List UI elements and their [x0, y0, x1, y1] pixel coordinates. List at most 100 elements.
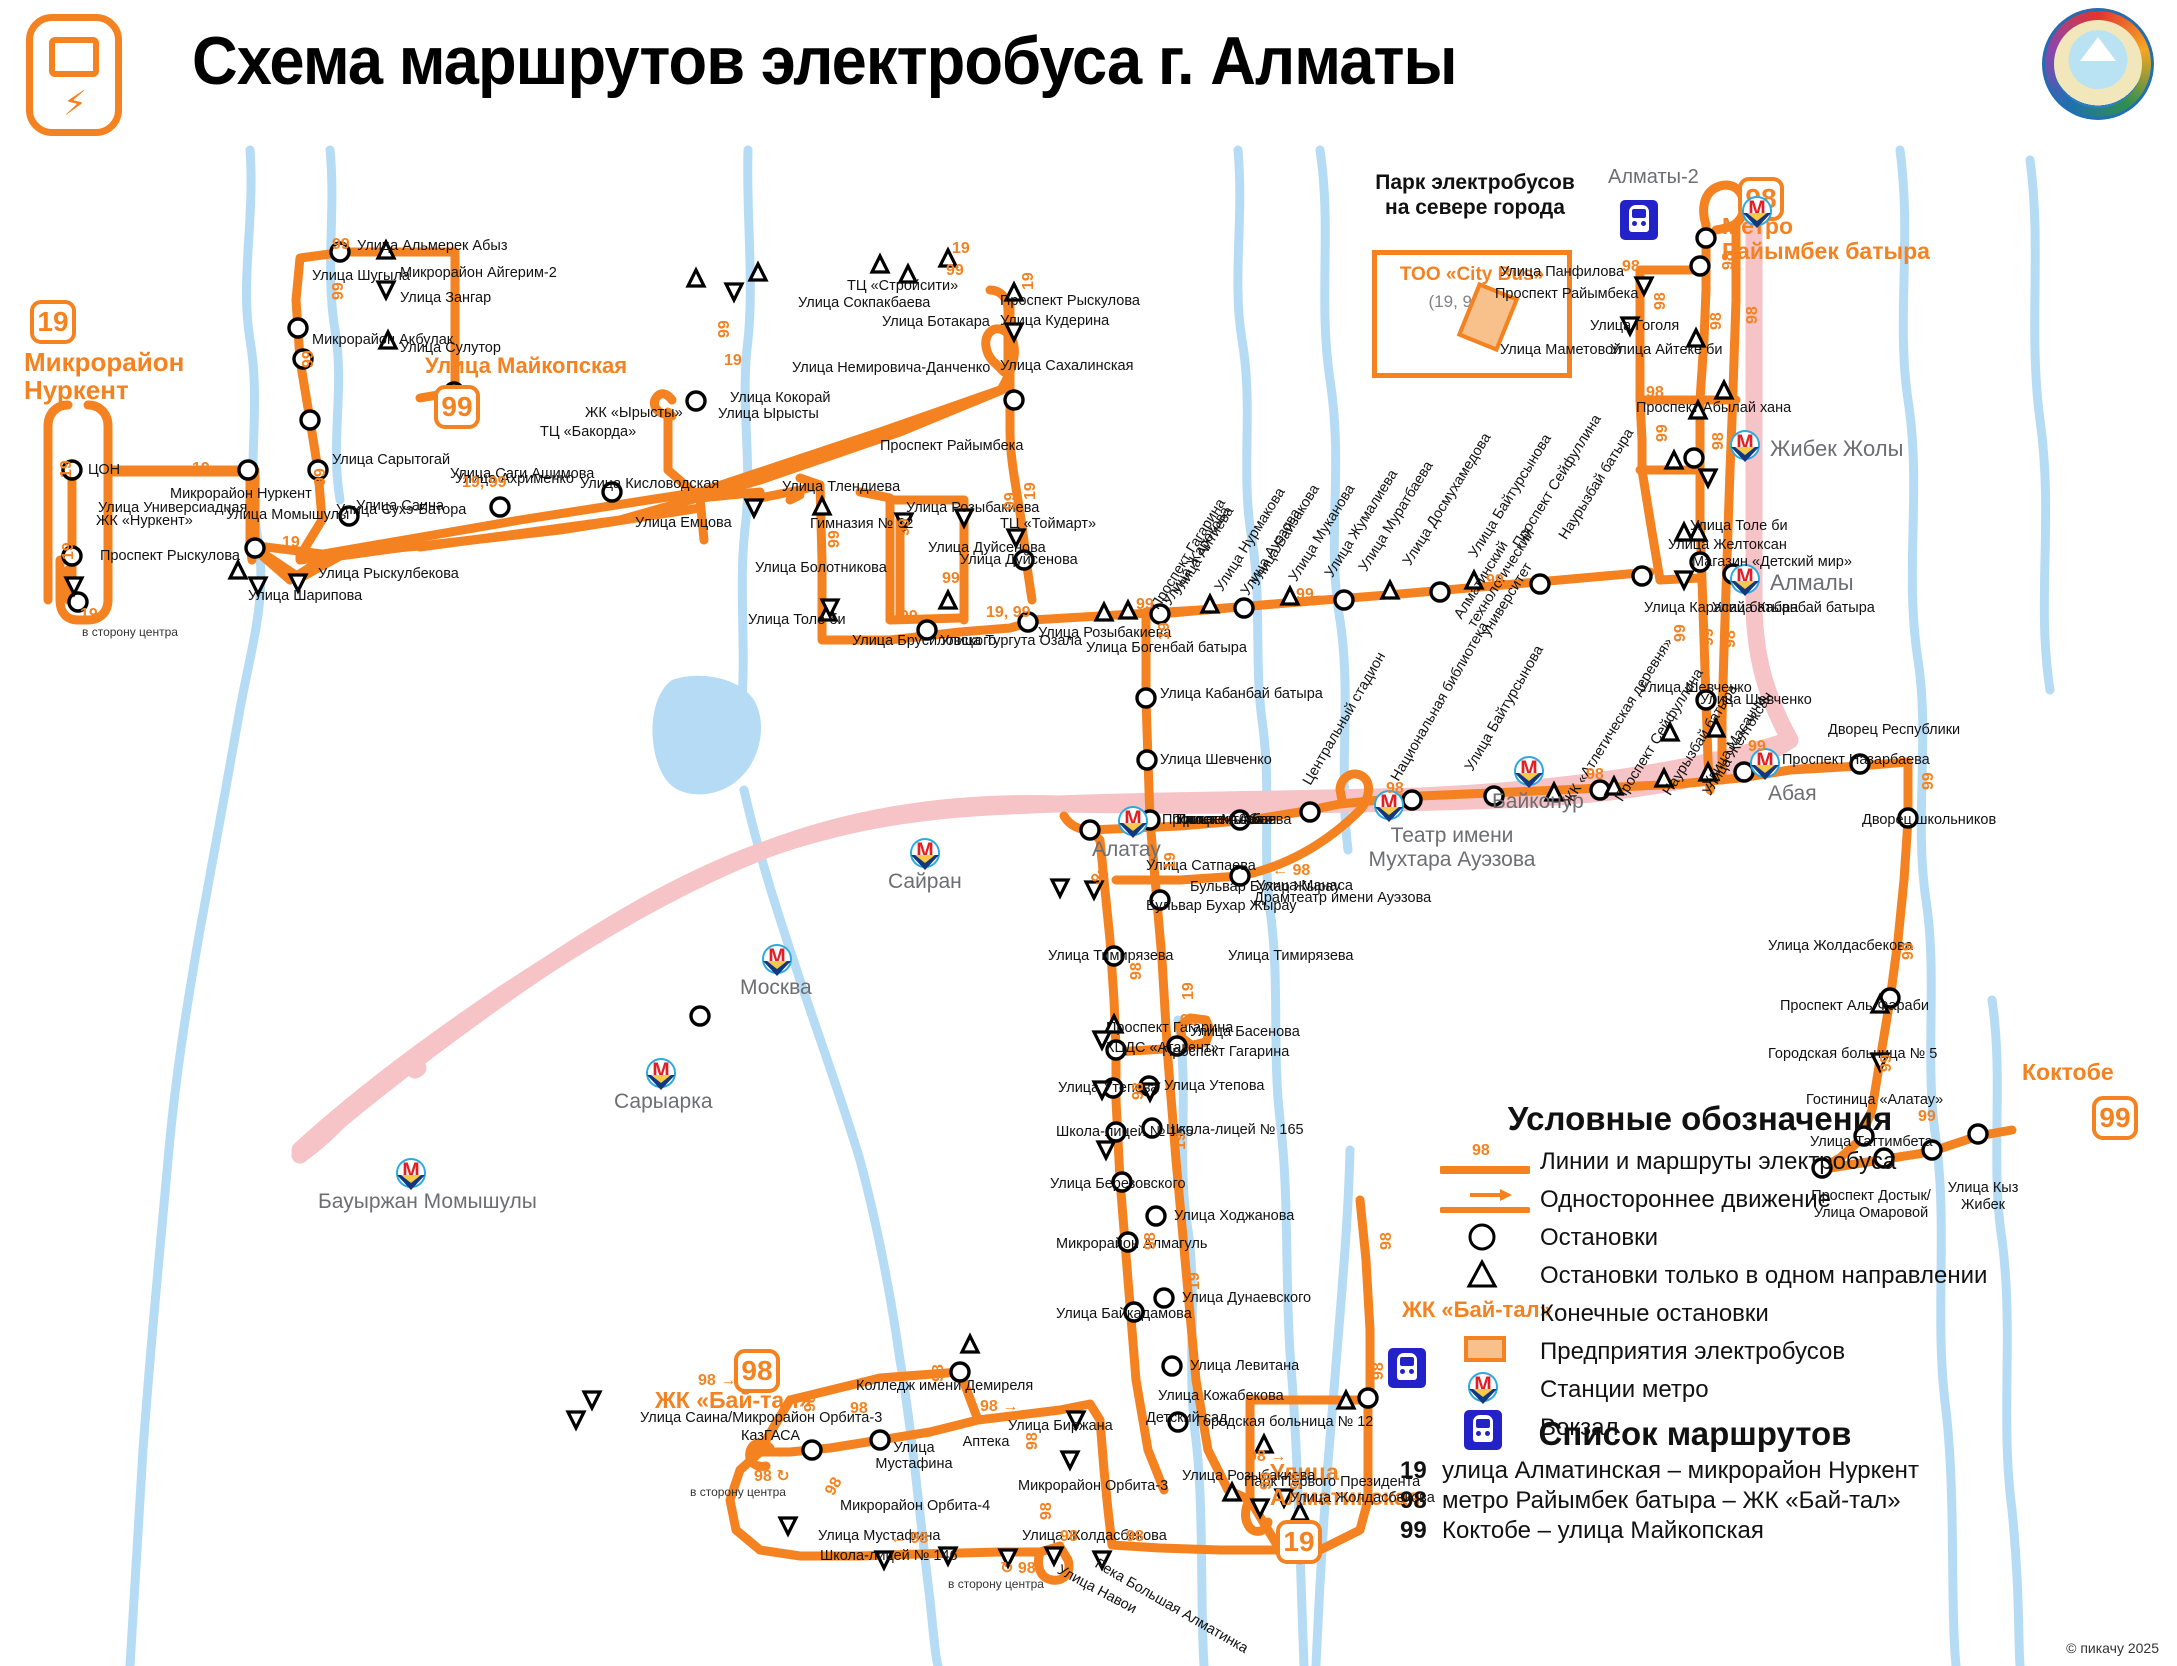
map-header: ⚡ Схема маршрутов электробуса г. Алматы [0, 0, 2177, 150]
stop-label: Улица Таттимбета [1810, 1134, 1933, 1150]
routes-list-title: Список маршрутов [1538, 1415, 1852, 1452]
route-number-label: 19 [1022, 482, 1039, 500]
route-number-label: 98 [1130, 1082, 1147, 1100]
stop-label: Улица Брусиловского [852, 633, 997, 649]
stop-label: Улица Сокпакбаева [798, 295, 931, 311]
rail-label-almaty2: Алматы-2 [1608, 166, 1699, 188]
route-number-label: 98 [1024, 1432, 1041, 1450]
stop-label: Улица Кабанбай батыра [1712, 600, 1875, 616]
terminal-label-maykopskaya: Улица Майкопская [425, 353, 628, 378]
stop-label: Улица Розыбакиева [1182, 1468, 1316, 1484]
depot-company-name: ТОО «City Bus» [1399, 264, 1545, 285]
route-number-label: 98 [930, 1364, 947, 1382]
legend-item-rail: Вокзал [1440, 1410, 2080, 1450]
rivers [125, 145, 2055, 1666]
stop-label: Улица Дуйсенова [928, 540, 1046, 556]
legend-label: Остановки только в одном направлении [1540, 1262, 1988, 1289]
legend-label: Линии и маршруты электробуса [1540, 1148, 1897, 1175]
stop-label: Проспект Абая [1162, 812, 1263, 828]
stop-label-text: ЖК «Нуркент» [96, 513, 193, 529]
route-badge-19-almatinskaya: 19 [1276, 1520, 1322, 1564]
stop-label: Проспект Аль-Фараби [1780, 998, 1930, 1014]
stop-label: Улица Сулутор [400, 340, 501, 356]
stop-label: Улица Сарытогай [332, 452, 451, 468]
route-number-label: 98 [1128, 962, 1145, 980]
route-number-label: 19 [1020, 272, 1037, 290]
legend-label: Конечные остановки [1540, 1300, 1769, 1327]
metro-icon-abay: М [1748, 748, 1782, 782]
stop-label: Улица Розыбакиева [906, 500, 1040, 516]
stop-label-text: Улица Шугыла [312, 268, 410, 284]
metro-icon-almaly: М [1728, 564, 1762, 598]
route-number-label: 19 [1180, 982, 1197, 1000]
stop-label: ТЦ «Стройсити» [847, 278, 959, 294]
route-number-label: 19 [80, 606, 98, 623]
metro-icon-momyshuly: М [394, 1158, 428, 1192]
stop-label: Улица Дунаевского [1182, 1290, 1312, 1306]
rail-icon-almaty2 [1620, 200, 1658, 240]
annotation-towards-center: в сторону центра [948, 1577, 1044, 1591]
stop-label: Школа-лицей № 165 [1166, 1122, 1304, 1138]
stop-label: Улица Саина/Микрорайон Орбита-3 [640, 1410, 883, 1426]
stop-label: Улица Кожабекова [1158, 1388, 1284, 1404]
stop-label: Улица Дуйсенова [960, 552, 1078, 568]
route-number-label: 99 [1920, 772, 1937, 790]
stop-label-text: Бульвар Бухар Жырау [1190, 879, 1341, 895]
route-number-label: 99 [1700, 628, 1717, 646]
route-number-label: 19 [1162, 852, 1179, 870]
rail-icon-almaty1 [1388, 1348, 1426, 1388]
stop-label: Улица Болотникова [755, 560, 887, 576]
route-number-label: 99 [312, 468, 329, 486]
legend-panel: Условные обозначения 98 Линии и маршруты… [1402, 1100, 2080, 1450]
route-number-label: 99 [1878, 1054, 1895, 1072]
route-badge-99-koktobe: 99 [2092, 1096, 2138, 1140]
stop-label: Бульвар Бухар Жырау [1190, 879, 1341, 896]
stop-label: Улица Шарипова [248, 588, 363, 604]
route-number-label: 98 [1652, 292, 1669, 310]
stop-label-text: Улица Тлендиева [782, 479, 901, 495]
legend-item-oneway-stops: Остановки только в одном направлении [1440, 1258, 2080, 1296]
metro-icon-zhibek: М [1728, 430, 1762, 464]
route-badge-98-baytal: 98 [734, 1349, 780, 1393]
stop-label: Улица Утепова [1058, 1080, 1159, 1096]
stop-label: Улица Сахалинская [1000, 358, 1134, 374]
stop-label: Проспект Абая [1172, 812, 1273, 828]
depot-rect-icon [1464, 1336, 1506, 1362]
stop-label: Магазин «Детский мир» [1692, 554, 1852, 570]
stop-label: Улица Универсиадная [98, 500, 248, 516]
terminal-line1: Микрорайон [24, 347, 185, 377]
stop-label: Гостиница «Алатау» [1806, 1092, 1944, 1108]
legend-item-depot: Предприятия электробусов [1440, 1334, 2080, 1372]
stop-label: Улица Кыз Жибек [1947, 1180, 2019, 1213]
stop-label: Улица Левитана [1190, 1358, 1300, 1374]
stop-label: Парк Первого Президента [1244, 1474, 1421, 1490]
route-number-label: 98 [1708, 312, 1725, 330]
route-number-label: 99 [946, 262, 964, 279]
stop-label: Улица Толе би [748, 612, 846, 628]
stop-label: Проспект Гагарина [1162, 1044, 1290, 1060]
route-number-label: 98 [1288, 1472, 1305, 1490]
stop-label: Улица Альмерек Абыз [357, 238, 508, 254]
route-number-label: 99 [716, 320, 733, 338]
stop-label-text: Проспект Назарбаева [1782, 752, 1930, 768]
stop-label: Улица Кабанбай батыра [1160, 686, 1323, 702]
electric-bus-icon: ⚡ [26, 14, 122, 136]
legend-label: Остановки [1540, 1224, 1658, 1251]
terminal-label-baytal: ЖК «Бай-тал» [655, 1387, 812, 1413]
legend-label: Предприятия электробусов [1540, 1338, 1846, 1365]
route-number-label: 99 [330, 282, 347, 300]
metro-icon-alatau: М [1116, 806, 1150, 840]
triangle-stop-icon [1466, 1258, 1498, 1288]
route-number-label: 98 [1646, 384, 1664, 401]
metro-label-auezov: Театр имени Мухтара Ауэзова [1368, 824, 1536, 872]
stop-label: Улица Кудерина [1000, 313, 1110, 329]
stop-label: Улица Мынбаева [1176, 812, 1292, 828]
stop-label: Проспект Райымбека [880, 438, 1024, 454]
metro-label-baikonur: Байконур [1492, 790, 1584, 813]
route-number-label: 98 → [698, 1372, 737, 1389]
stop-label: Улица Мустафина [875, 1440, 953, 1473]
stop-label: Гимназия № 62 [810, 516, 914, 532]
stop-label: Проспект Абая [1176, 812, 1277, 828]
